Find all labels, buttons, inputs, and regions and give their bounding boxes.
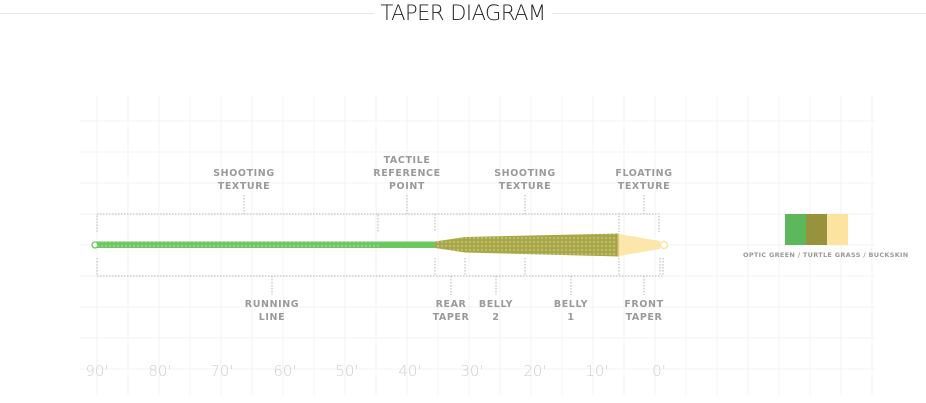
- color-caption: OPTIC GREEN / TURTLE GRASS / BUCKSKIN: [743, 251, 909, 259]
- label-line: POINT: [388, 181, 425, 192]
- axis-tick: 60': [273, 362, 297, 380]
- label-running-line: RUNNING LINE: [245, 298, 299, 324]
- swatch-turtle-grass: [806, 214, 827, 245]
- swatch-optic-green: [785, 214, 806, 245]
- axis-tick: 10': [585, 362, 609, 380]
- swatch-buckskin: [827, 214, 848, 245]
- label-floating-texture: FLOATING TEXTURE: [615, 167, 672, 193]
- label-line: TEXTURE: [498, 181, 552, 192]
- label-line: REAR: [435, 299, 467, 310]
- label-tactile-reference-point: TACTILE REFERENCE POINT: [373, 154, 440, 193]
- fly-line: [91, 233, 669, 257]
- label-belly-1: BELLY 1: [554, 298, 588, 324]
- label-belly-2: BELLY 2: [479, 298, 513, 324]
- label-line: SHOOTING: [494, 168, 556, 179]
- label-line: TAPER: [432, 312, 470, 323]
- title-rule-right: [548, 13, 926, 14]
- welded-loop-front: [659, 240, 669, 250]
- label-line: FLOATING: [615, 168, 673, 179]
- axis-tick: 90': [85, 362, 109, 380]
- label-line: 2: [492, 312, 500, 323]
- axis-tick: 50': [335, 362, 359, 380]
- label-shooting-texture-1: SHOOTING TEXTURE: [213, 167, 275, 193]
- label-line: TACTILE: [383, 155, 431, 166]
- page-title: TAPER DIAGRAM: [0, 1, 926, 25]
- front-taper-segment: [616, 233, 660, 257]
- axis-tick: 0': [652, 362, 666, 380]
- label-line: TEXTURE: [217, 181, 271, 192]
- title-rule-left: [0, 13, 380, 14]
- label-line: TAPER: [625, 312, 663, 323]
- label-line: REFERENCE: [373, 168, 441, 179]
- label-line: BELLY: [553, 299, 589, 310]
- label-front-taper: FRONT TAPER: [624, 298, 663, 324]
- label-line: SHOOTING: [213, 168, 275, 179]
- label-line: 1: [567, 312, 575, 323]
- label-line: BELLY: [478, 299, 514, 310]
- top-brackets: [96, 195, 660, 232]
- axis-tick: 20': [523, 362, 547, 380]
- bottom-brackets: [96, 258, 664, 295]
- page-title-text: TAPER DIAGRAM: [374, 1, 552, 25]
- label-line: TEXTURE: [617, 181, 671, 192]
- axis-tick: 70': [210, 362, 234, 380]
- label-line: FRONT: [624, 299, 664, 310]
- label-rear-taper: REAR TAPER: [433, 298, 470, 324]
- welded-loop-rear: [91, 241, 99, 249]
- label-shooting-texture-2: SHOOTING TEXTURE: [494, 167, 556, 193]
- axis-tick: 30': [460, 362, 484, 380]
- axis-tick: 40': [398, 362, 422, 380]
- axis-tick: 80': [148, 362, 172, 380]
- label-line: LINE: [258, 312, 286, 323]
- label-line: RUNNING: [244, 299, 300, 310]
